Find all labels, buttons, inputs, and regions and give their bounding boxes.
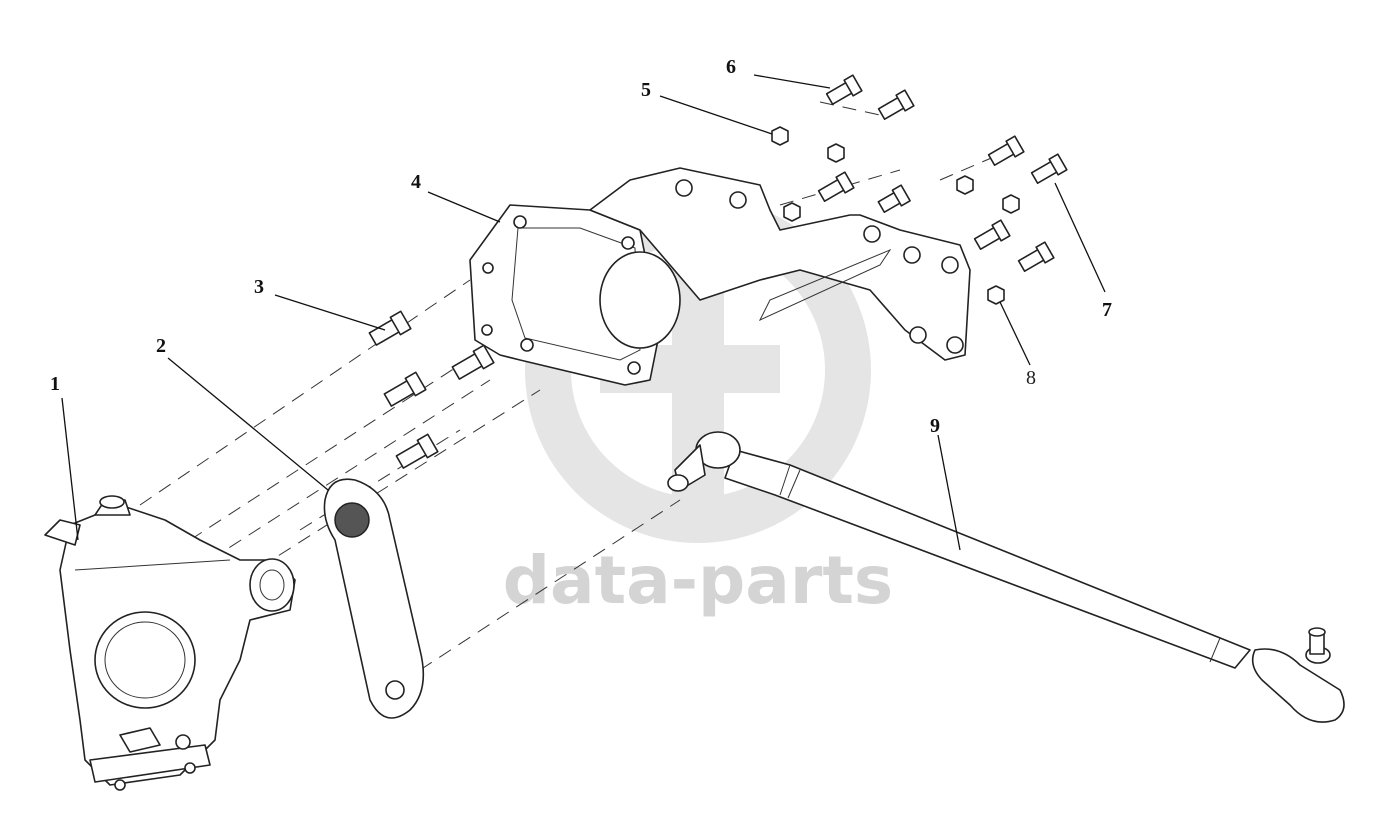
- watermark-text: data-parts: [503, 542, 893, 619]
- callout-6: 6: [726, 56, 736, 78]
- mounting-bracket-icon: [469, 167, 971, 386]
- callout-7: 7: [1102, 299, 1112, 321]
- leader-lines: [61, 74, 1106, 551]
- bolt-icon: [817, 74, 1068, 272]
- callout-8: 8: [1026, 367, 1036, 389]
- callout-labels: 1 2 3 4 5 6 7 8 9: [50, 56, 1112, 437]
- callout-2: 2: [156, 335, 166, 357]
- drag-link-icon: [667, 431, 1345, 723]
- callout-3: 3: [254, 276, 264, 298]
- steering-gear-icon: [44, 495, 296, 791]
- callout-1: 1: [50, 373, 60, 395]
- nut-icon: [771, 126, 1020, 305]
- callout-4: 4: [411, 171, 421, 193]
- assembly-lines: [139, 101, 1011, 671]
- callout-9: 9: [930, 415, 940, 437]
- callout-5: 5: [641, 79, 651, 101]
- pitman-arm-icon: [323, 478, 425, 719]
- bolt-icon: [368, 310, 495, 469]
